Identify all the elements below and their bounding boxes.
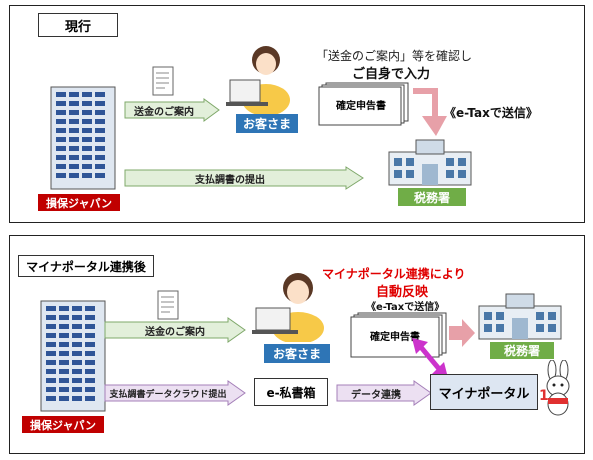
confirm-instruction: 「送金のご案内」等を確認し <box>316 49 473 63</box>
document-icon <box>152 66 174 96</box>
company-building-icon-2 <box>40 300 106 412</box>
svg-text:1: 1 <box>539 388 549 404</box>
auto-reflect-text: マイナポータル連携により <box>322 267 466 281</box>
submit-arrow-2 <box>449 319 475 347</box>
sync-double-arrow <box>412 338 448 378</box>
tax-office-label-2: 税務署 <box>490 342 554 359</box>
payment-report-arrow <box>124 166 364 190</box>
e-private-mailbox: e-私書箱 <box>254 378 328 406</box>
etax-send-text-2: 《e-Taxで送信》 <box>366 302 445 313</box>
data-link-arrow <box>336 380 432 406</box>
payment-data-arrow-label: 支払調書データクラウド提出 <box>109 389 227 400</box>
tax-return-label-2: 確定申告書 <box>370 332 420 343</box>
customer-label-2: お客さま <box>264 344 330 363</box>
self-input-text: ご自身で入力 <box>352 67 431 82</box>
etax-send-text: 《e-Taxで送信》 <box>444 106 538 120</box>
tax-office-building-icon <box>388 139 472 186</box>
company-building-icon <box>50 86 116 190</box>
notice-arrow-label-2: 送金のご案内 <box>145 326 205 338</box>
current-tag: 現行 <box>38 13 118 37</box>
customer-person-icon <box>226 46 290 114</box>
tax-return-documents-2 <box>350 312 447 358</box>
tax-office-label: 税務署 <box>398 188 466 206</box>
payment-report-arrow-label: 支払調書の提出 <box>195 174 265 186</box>
tax-return-documents <box>318 82 409 126</box>
tax-office-building-icon-2 <box>478 293 562 340</box>
notice-arrow <box>124 98 220 122</box>
document-icon-2 <box>157 290 179 320</box>
data-link-label: データ連携 <box>351 389 401 401</box>
notice-arrow-label: 送金のご案内 <box>134 106 194 118</box>
company-label-2: 損保ジャパン <box>22 416 104 433</box>
mynaportal-mascot-icon: 1 <box>539 360 570 416</box>
payment-data-arrow <box>104 380 246 406</box>
customer-label: お客さま <box>236 114 298 133</box>
mynaportal-box: マイナポータル <box>430 374 538 410</box>
after-tag: マイナポータル連携後 <box>18 255 154 277</box>
customer-person-icon-2 <box>252 273 324 342</box>
notice-arrow-2 <box>104 317 246 343</box>
tax-return-label: 確定申告書 <box>336 101 386 112</box>
submit-arrow <box>413 88 447 136</box>
auto-reflect-emphasis: 自動反映 <box>376 285 429 300</box>
company-label: 損保ジャパン <box>38 194 120 211</box>
